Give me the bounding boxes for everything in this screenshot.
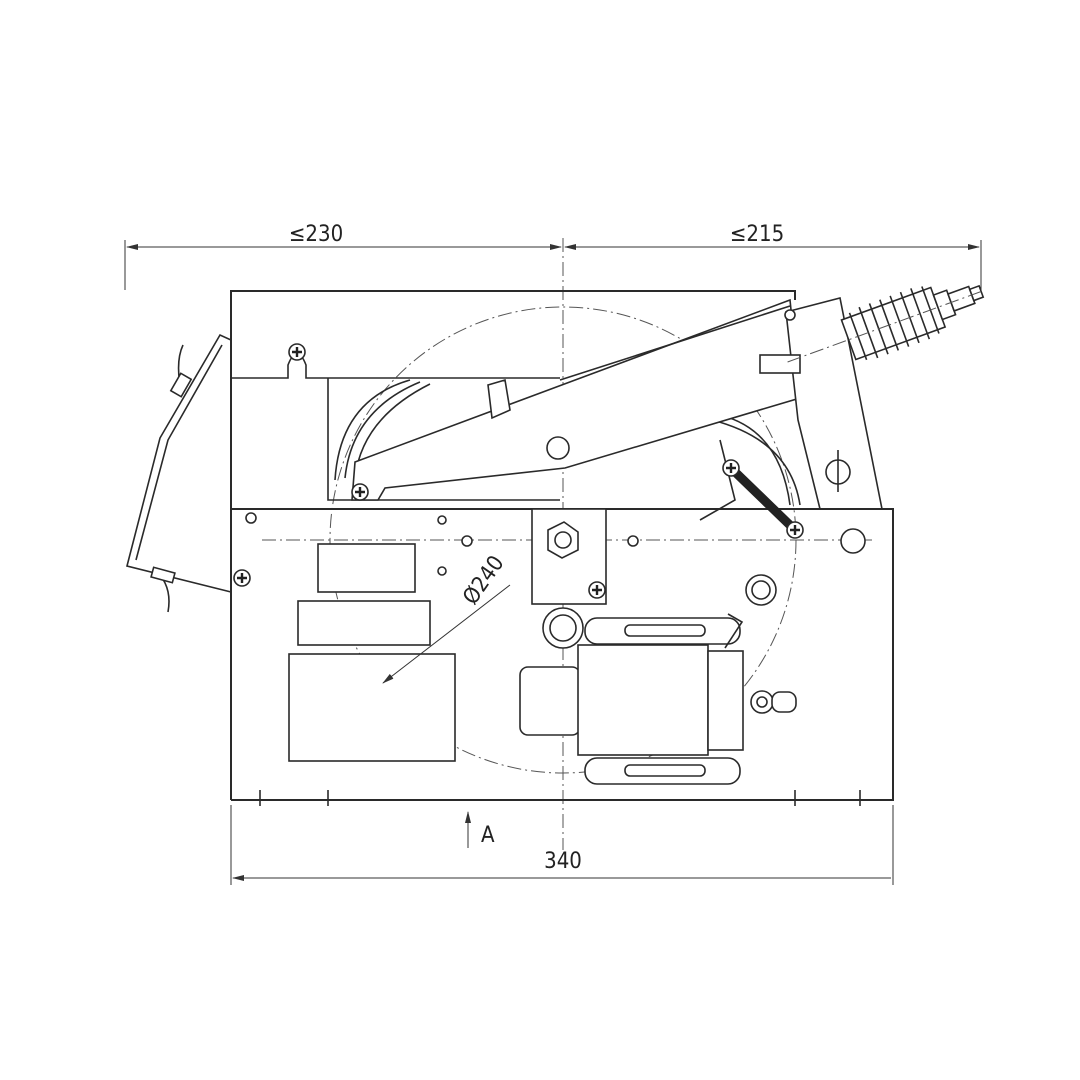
screw-icon — [350, 482, 370, 502]
screw-icon — [785, 520, 805, 540]
compression-spring — [787, 284, 986, 363]
actuator-unit — [519, 613, 797, 785]
diameter-label: Ø240 — [458, 551, 509, 609]
right-bracket — [759, 297, 883, 510]
base-plate — [231, 508, 894, 806]
left-cover-flap — [126, 333, 232, 613]
top-dimension — [124, 240, 982, 290]
bottom-dimension — [230, 805, 894, 885]
screw-icon — [287, 342, 307, 362]
view-marker-label: A — [481, 823, 495, 848]
total-width-label: 340 — [544, 849, 582, 874]
left-width-label: ≤230 — [289, 222, 343, 247]
center-block — [531, 508, 607, 649]
screw-icon — [587, 580, 607, 600]
right-width-label: ≤215 — [730, 222, 784, 247]
tension-spring — [699, 439, 799, 534]
screw-icon — [232, 568, 252, 588]
screw-icon — [721, 458, 741, 478]
diameter-leader — [382, 584, 511, 684]
brake-lever-arm — [351, 298, 801, 501]
